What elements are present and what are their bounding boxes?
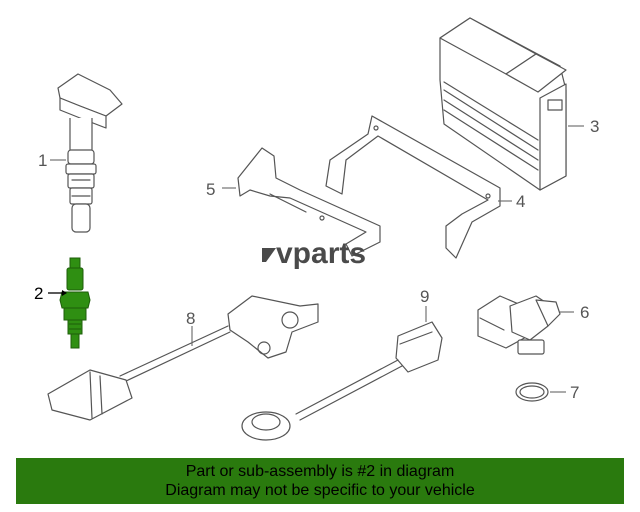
callout-5[interactable]: 5 — [206, 180, 215, 199]
caption-line-1: Part or sub-assembly is #2 in diagram — [185, 463, 455, 480]
engine-control-module[interactable] — [439, 17, 567, 191]
watermark-text: vparts — [276, 237, 366, 270]
callout-2[interactable]: 2 — [34, 284, 43, 303]
callout-9[interactable]: 9 — [420, 287, 429, 306]
callout-1[interactable]: 1 — [38, 151, 47, 170]
ignition-coil[interactable] — [57, 73, 123, 233]
parts-diagram: 1 2 3 4 5 — [34, 17, 599, 441]
part-caption-banner: Part or sub-assembly is #2 in diagram Di… — [16, 458, 624, 504]
bracket[interactable] — [237, 147, 381, 257]
callout-8[interactable]: 8 — [186, 309, 195, 328]
o-ring[interactable] — [515, 382, 549, 402]
vparts-logo: vparts — [262, 237, 366, 270]
camshaft-position-sensor[interactable] — [477, 295, 561, 355]
callout-4[interactable]: 4 — [516, 192, 525, 211]
spark-plug[interactable] — [59, 257, 91, 349]
callout-6[interactable]: 6 — [580, 303, 589, 322]
callout-3[interactable]: 3 — [590, 117, 599, 136]
mounting-bracket[interactable] — [325, 115, 501, 259]
callout-7[interactable]: 7 — [570, 383, 579, 402]
knock-sensor[interactable] — [241, 321, 443, 441]
crankshaft-position-sensor[interactable] — [47, 295, 319, 421]
caption-line-2: Diagram may not be specific to your vehi… — [165, 482, 475, 499]
